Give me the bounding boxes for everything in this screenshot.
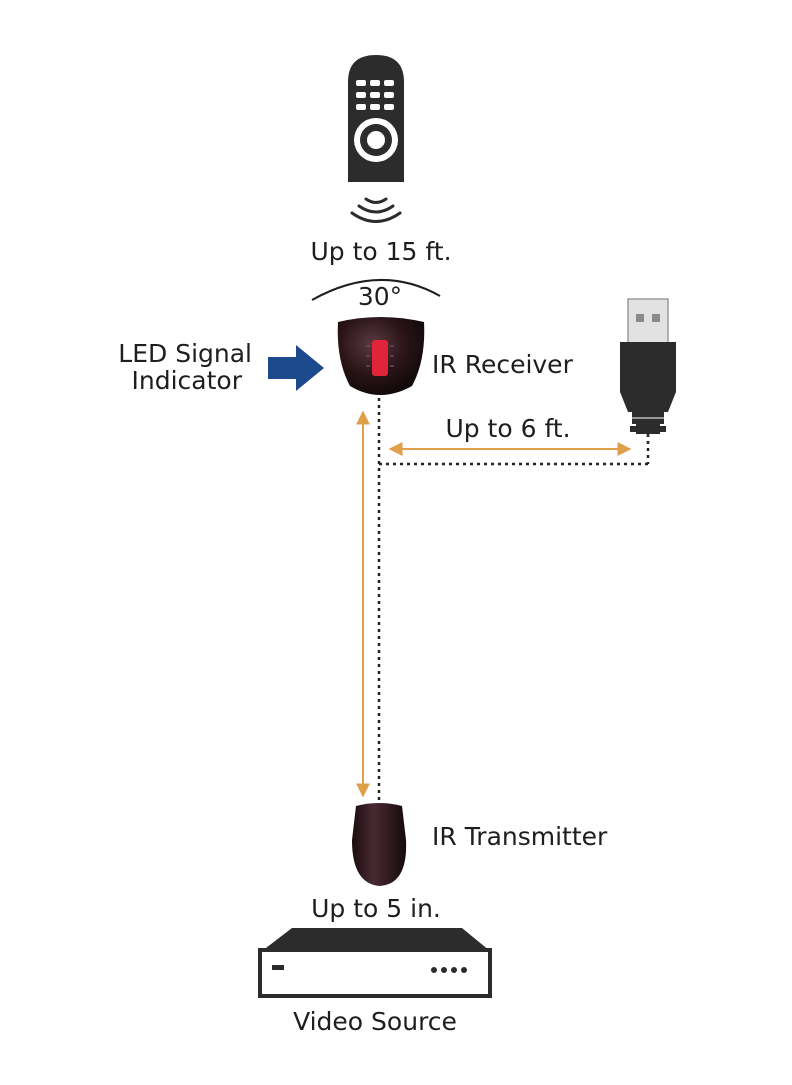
arrow-right-icon	[268, 345, 324, 391]
usb-plug-icon	[620, 298, 676, 434]
transmitter-range-label: Up to 5 in.	[311, 894, 441, 923]
remote-range-label: Up to 15 ft.	[310, 237, 451, 266]
angle-arc	[311, 279, 441, 301]
remote-control-icon	[348, 55, 404, 182]
ir-receiver-label: IR Receiver	[432, 350, 574, 379]
led-indicator-label-line2: Indicator	[132, 366, 243, 395]
video-source-label: Video Source	[293, 1007, 457, 1036]
cable-dashed	[377, 398, 650, 806]
ir-transmitter-icon	[352, 803, 407, 886]
ir-receiver-icon	[337, 317, 425, 395]
usb-range-label: Up to 6 ft.	[445, 414, 570, 443]
angle-label: 30°	[358, 282, 402, 311]
ir-transmitter-label: IR Transmitter	[432, 822, 608, 851]
ir-signal-waves-icon	[350, 197, 402, 223]
led-indicator-label-line1: LED Signal	[118, 339, 252, 368]
video-source-box-icon	[258, 928, 492, 998]
